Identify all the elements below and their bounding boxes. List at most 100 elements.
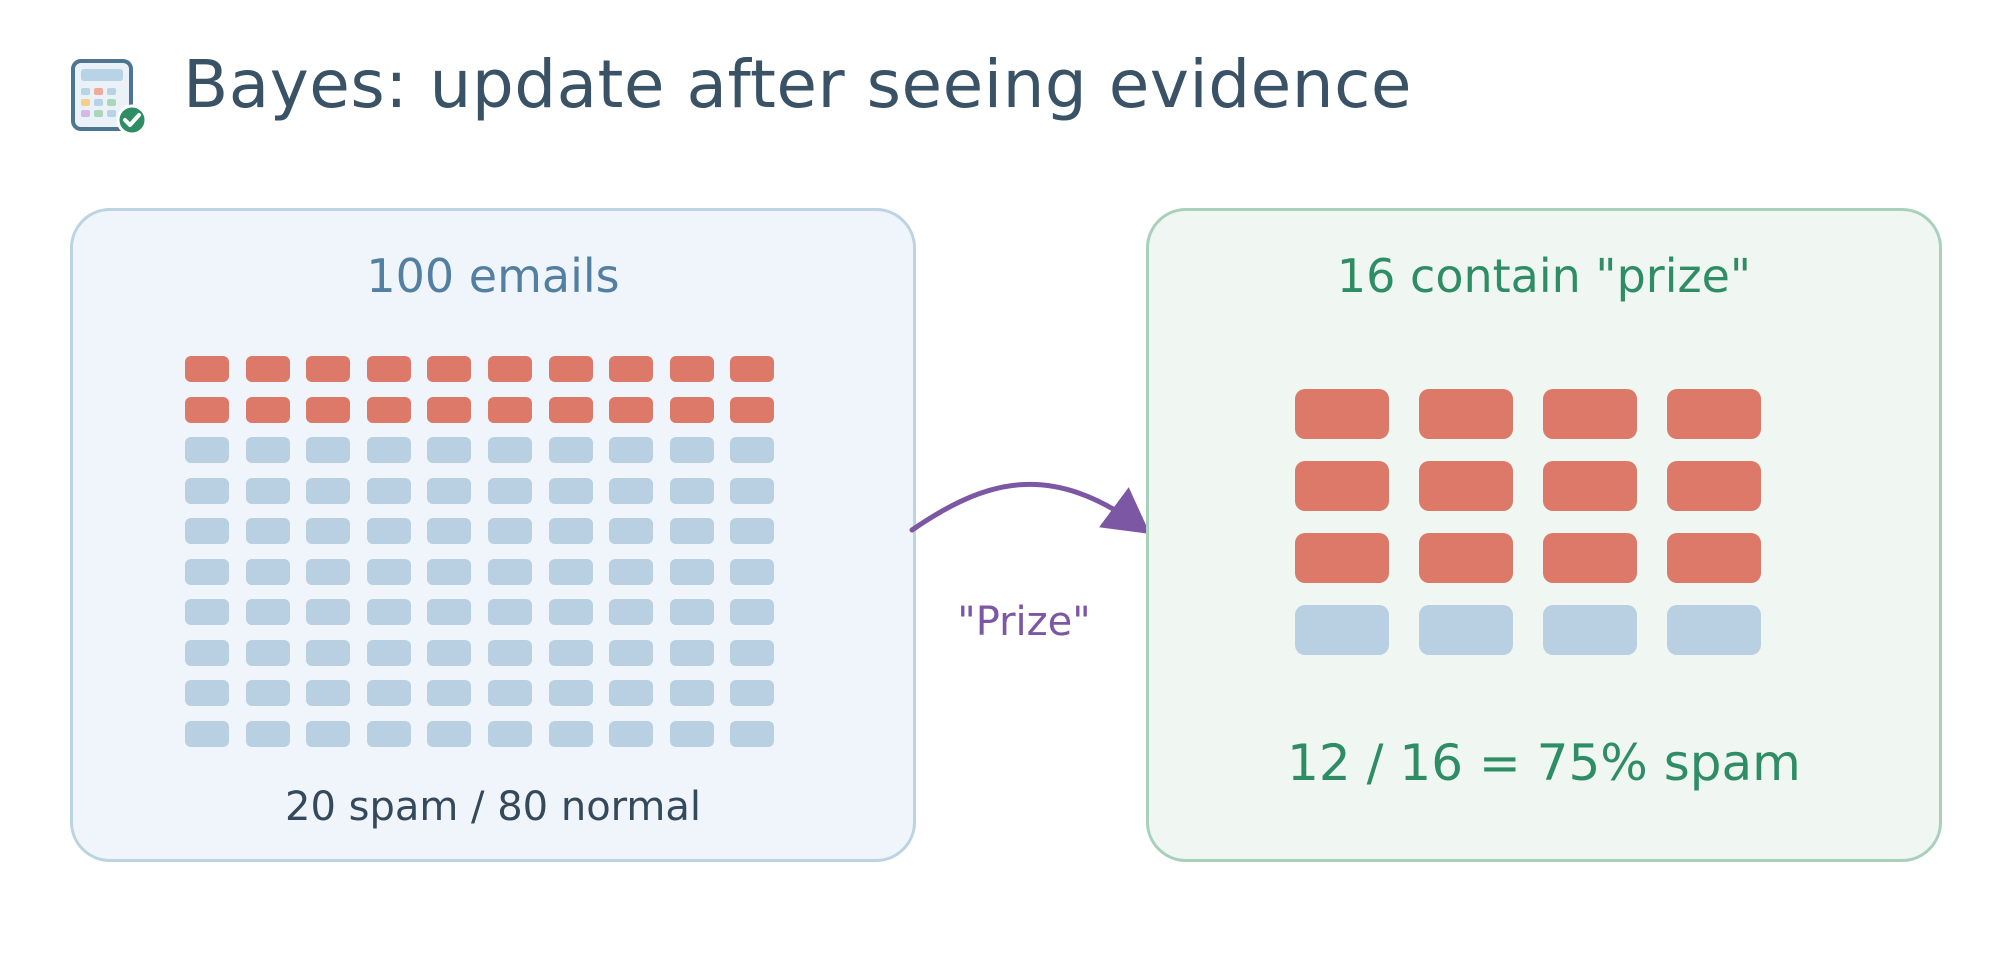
- normal-email-cell: [487, 477, 532, 504]
- evidence-label: "Prize": [957, 599, 1091, 645]
- page-title: Bayes: update after seeing evidence: [183, 46, 1412, 123]
- spam-email-cell: [427, 356, 472, 382]
- normal-email-cell: [427, 720, 472, 747]
- spam-email-cell: [306, 396, 351, 423]
- normal-email-cell: [306, 639, 351, 666]
- normal-email-cell: [669, 639, 714, 666]
- spam-email-cell: [1295, 461, 1389, 511]
- normal-email-cell: [366, 680, 411, 706]
- normal-email-cell: [487, 720, 532, 747]
- normal-email-cell: [427, 599, 472, 625]
- spam-email-cell: [669, 396, 714, 423]
- normal-email-cell: [427, 639, 472, 666]
- normal-email-cell: [185, 599, 229, 625]
- normal-email-cell: [548, 518, 593, 544]
- normal-email-cell: [669, 599, 714, 625]
- spam-email-cell: [366, 396, 411, 423]
- normal-email-cell: [366, 639, 411, 666]
- normal-email-cell: [609, 437, 654, 463]
- normal-email-cell: [245, 477, 290, 504]
- normal-email-cell: [185, 477, 229, 504]
- normal-email-cell: [669, 680, 714, 706]
- spam-email-cell: [1295, 389, 1389, 439]
- spam-email-cell: [427, 396, 472, 423]
- normal-email-cell: [669, 477, 714, 504]
- spam-email-cell: [245, 356, 290, 382]
- normal-email-cell: [487, 680, 532, 706]
- spam-email-cell: [366, 356, 411, 382]
- normal-email-cell: [730, 518, 775, 544]
- spam-email-cell: [1543, 461, 1637, 511]
- normal-email-cell: [427, 680, 472, 706]
- prize-emails-grid: [1295, 389, 1761, 655]
- normal-email-cell: [185, 639, 229, 666]
- spam-email-cell: [1667, 533, 1761, 583]
- normal-email-cell: [669, 437, 714, 463]
- normal-email-cell: [730, 599, 775, 625]
- spam-email-cell: [730, 396, 775, 423]
- normal-email-cell: [185, 558, 229, 585]
- normal-email-cell: [487, 558, 532, 585]
- normal-email-cell: [366, 558, 411, 585]
- normal-email-cell: [548, 639, 593, 666]
- spam-email-cell: [185, 396, 229, 423]
- normal-email-cell: [366, 518, 411, 544]
- all-emails-grid: [185, 356, 775, 747]
- spam-email-cell: [730, 356, 775, 382]
- normal-email-cell: [245, 599, 290, 625]
- normal-email-cell: [306, 599, 351, 625]
- normal-email-cell: [730, 558, 775, 585]
- normal-email-cell: [306, 437, 351, 463]
- normal-email-cell: [366, 599, 411, 625]
- normal-email-cell: [427, 518, 472, 544]
- spam-email-cell: [1419, 533, 1513, 583]
- normal-email-cell: [366, 720, 411, 747]
- all-emails-summary: 20 spam / 80 normal: [285, 784, 701, 830]
- normal-email-cell: [1543, 605, 1637, 655]
- spam-email-cell: [1295, 533, 1389, 583]
- normal-email-cell: [669, 720, 714, 747]
- normal-email-cell: [427, 558, 472, 585]
- normal-email-cell: [487, 599, 532, 625]
- spam-email-cell: [1543, 389, 1637, 439]
- normal-email-cell: [185, 437, 229, 463]
- normal-email-cell: [366, 477, 411, 504]
- prize-emails-panel: 16 contain "prize" 12 / 16 = 75% spam: [1146, 208, 1942, 862]
- normal-email-cell: [548, 720, 593, 747]
- normal-email-cell: [487, 639, 532, 666]
- normal-email-cell: [609, 599, 654, 625]
- normal-email-cell: [487, 437, 532, 463]
- spam-email-cell: [1667, 389, 1761, 439]
- normal-email-cell: [366, 437, 411, 463]
- spam-email-cell: [1667, 461, 1761, 511]
- normal-email-cell: [730, 720, 775, 747]
- normal-email-cell: [185, 720, 229, 747]
- normal-email-cell: [548, 599, 593, 625]
- spam-email-cell: [609, 396, 654, 423]
- all-emails-title: 100 emails: [366, 249, 620, 303]
- normal-email-cell: [245, 720, 290, 747]
- normal-email-cell: [245, 680, 290, 706]
- normal-email-cell: [669, 518, 714, 544]
- normal-email-cell: [1667, 605, 1761, 655]
- normal-email-cell: [609, 639, 654, 666]
- all-emails-panel: 100 emails 20 spam / 80 normal: [70, 208, 916, 862]
- spam-email-cell: [1419, 389, 1513, 439]
- normal-email-cell: [609, 720, 654, 747]
- spam-email-cell: [548, 356, 593, 382]
- spam-email-cell: [609, 356, 654, 382]
- normal-email-cell: [1295, 605, 1389, 655]
- normal-email-cell: [427, 477, 472, 504]
- spam-email-cell: [548, 396, 593, 423]
- normal-email-cell: [306, 680, 351, 706]
- normal-email-cell: [306, 477, 351, 504]
- normal-email-cell: [245, 558, 290, 585]
- normal-email-cell: [730, 680, 775, 706]
- spam-email-cell: [487, 356, 532, 382]
- normal-email-cell: [245, 437, 290, 463]
- normal-email-cell: [548, 558, 593, 585]
- calculator-check-icon: [70, 58, 150, 138]
- spam-email-cell: [245, 396, 290, 423]
- normal-email-cell: [730, 639, 775, 666]
- normal-email-cell: [548, 437, 593, 463]
